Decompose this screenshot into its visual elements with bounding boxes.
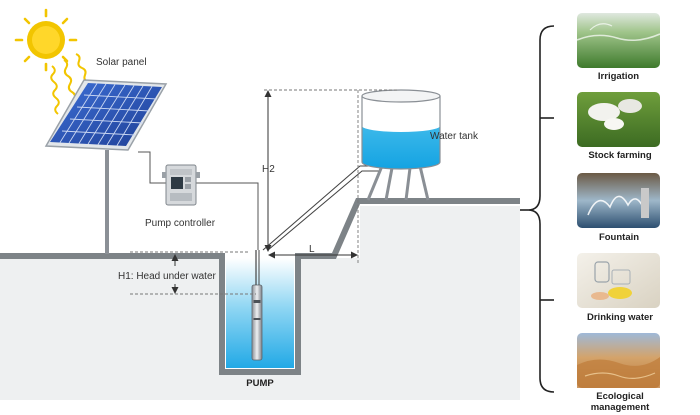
water-tank-label: Water tank bbox=[430, 131, 479, 142]
h2-label: H2 bbox=[262, 164, 275, 175]
wiring bbox=[138, 151, 259, 250]
sun-icon bbox=[14, 8, 78, 72]
l-label: L bbox=[309, 244, 315, 255]
l-dimension bbox=[268, 90, 359, 265]
h2-dimension bbox=[264, 89, 398, 252]
pump bbox=[251, 250, 263, 361]
application-stock-farming: Stock farming bbox=[577, 92, 660, 161]
pump-controller-label: Pump controller bbox=[145, 218, 216, 229]
application-drinking-water: Drinking water bbox=[577, 253, 660, 323]
h1-label: H1: Head under water bbox=[118, 271, 217, 282]
pump-label: PUMP bbox=[246, 378, 274, 389]
h1-dimension bbox=[130, 251, 256, 295]
stock-farming-label: Stock farming bbox=[588, 150, 652, 161]
drinking-water-label: Drinking water bbox=[587, 312, 653, 323]
water-tank bbox=[361, 89, 441, 201]
solar-panel-label: Solar panel bbox=[96, 57, 147, 68]
ecological-label: Ecological bbox=[596, 391, 644, 402]
pump-controller bbox=[162, 164, 200, 206]
fountain-label: Fountain bbox=[599, 232, 639, 243]
ground bbox=[0, 198, 520, 400]
applications-bracket bbox=[520, 25, 555, 393]
solar-panel bbox=[44, 79, 168, 254]
application-irrigation: Irrigation bbox=[576, 13, 661, 82]
application-ecological-management: Ecological management bbox=[577, 333, 660, 413]
management-label: management bbox=[591, 402, 650, 413]
application-fountain: Fountain bbox=[577, 173, 660, 243]
irrigation-label: Irrigation bbox=[598, 71, 639, 82]
